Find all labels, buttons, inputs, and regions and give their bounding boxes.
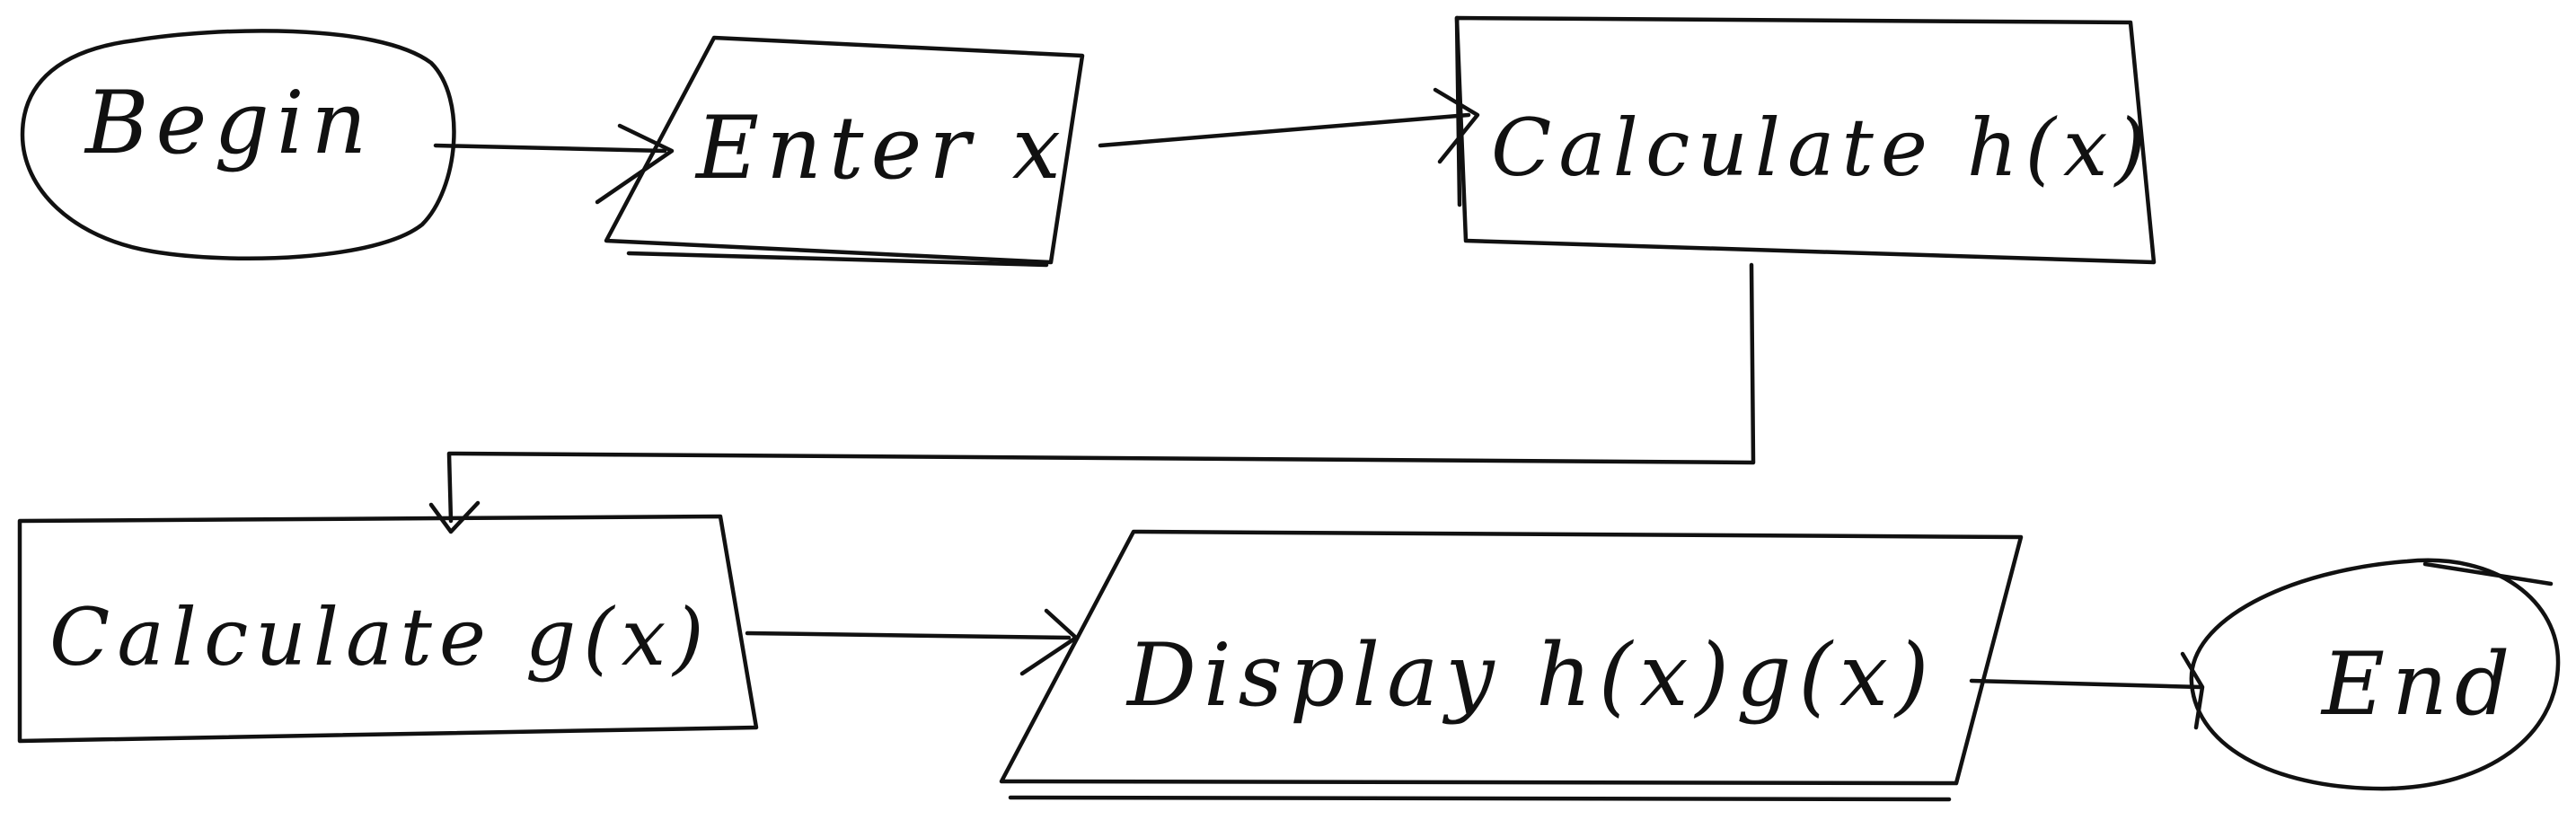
arrow-begin-to-enter — [433, 123, 675, 205]
arrow-enter-to-calculate-h — [1098, 87, 1480, 164]
node-calculate-g: Calculate g(x) — [17, 514, 759, 744]
node-end: End — [2189, 558, 2561, 791]
calculate-g-shape — [17, 514, 759, 744]
enter-x-label: Enter x — [694, 98, 1068, 198]
node-calculate-h: Calculate h(x) — [1454, 15, 2157, 265]
begin-label: Begin — [84, 73, 374, 173]
calculate-h-shape — [1454, 15, 2157, 265]
end-label: End — [2320, 634, 2517, 735]
display-label: Display h(x)g(x) — [1125, 625, 1936, 726]
arrow-calculate-g-to-display — [745, 608, 1079, 676]
calculate-g-label: Calculate g(x) — [49, 591, 711, 683]
node-display: Display h(x)g(x) — [999, 529, 2024, 802]
display-shape — [999, 529, 2024, 786]
node-enter-x: Enter x — [604, 35, 1085, 268]
arrow-calculate-h-to-calculate-g — [428, 262, 1756, 534]
node-begin: Begin — [20, 29, 456, 261]
begin-oval — [20, 29, 456, 261]
end-oval — [2189, 558, 2561, 791]
arrow-display-to-end — [1969, 651, 2205, 730]
calculate-h-label: Calculate h(x) — [1491, 101, 2153, 194]
